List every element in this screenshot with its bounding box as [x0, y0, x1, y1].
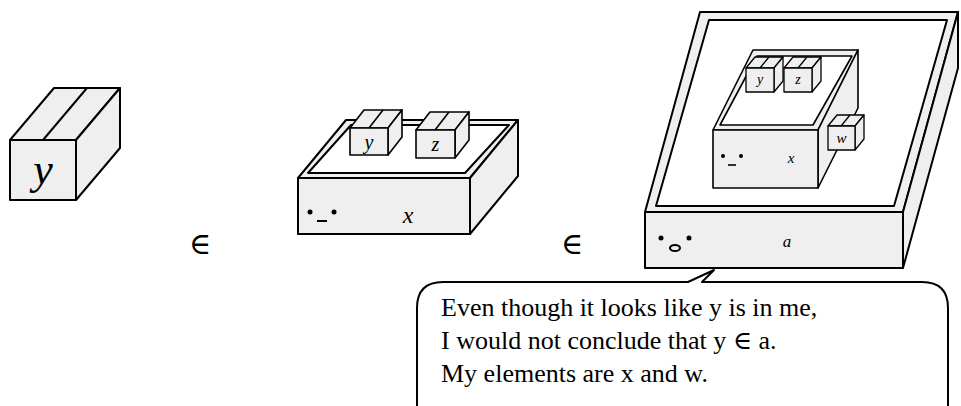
set-name: y: [33, 148, 53, 192]
set-name: x: [403, 203, 414, 227]
set-name: y: [365, 132, 374, 152]
set-name: z: [795, 73, 800, 87]
set-name: x: [788, 151, 795, 166]
member-symbol: ∈: [561, 229, 583, 259]
set-name: y: [757, 73, 763, 87]
set-name: w: [836, 131, 846, 146]
element-box: z: [416, 112, 469, 158]
speech-bubble: Even though it looks like y is in me, I …: [417, 282, 948, 406]
member-symbol: ∈: [189, 229, 211, 259]
set-box: x y z: [713, 50, 858, 188]
set-box: a x y z w: [645, 12, 958, 268]
set-name: a: [783, 233, 792, 250]
callout-text: Even though it looks like y is in me, I …: [441, 291, 817, 390]
set-box: x y z: [298, 110, 518, 234]
element-box: y: [350, 110, 402, 155]
set-name: z: [432, 134, 440, 154]
element-box: z: [784, 57, 821, 92]
element-box: w: [828, 115, 864, 150]
element-box: y: [10, 88, 120, 200]
element-box: y: [746, 57, 783, 92]
